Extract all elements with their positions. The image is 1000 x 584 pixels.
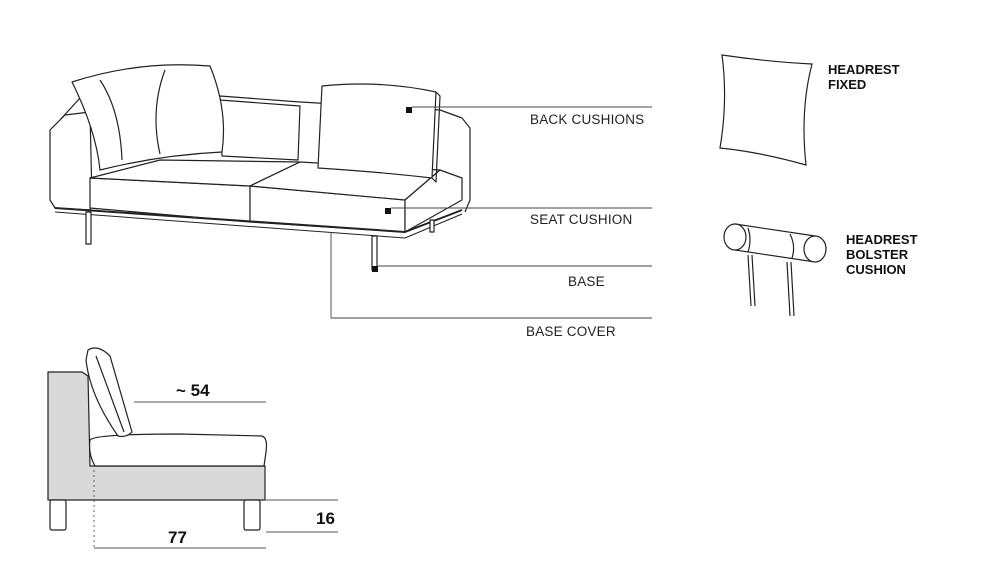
dimension-lines [93, 401, 338, 550]
headrest-pillow-left [71, 64, 225, 171]
headrest-bolster-line2: BOLSTER [846, 247, 909, 262]
height-dimension: 16 [316, 509, 335, 528]
base-cover-label: BASE COVER [526, 324, 616, 339]
side-profile [47, 347, 268, 531]
back-cushions-marker [406, 107, 412, 113]
headrest-fixed-label: HEADREST FIXED [828, 62, 900, 92]
back-cushions-label: BACK CUSHIONS [530, 112, 645, 127]
leader-lines [330, 106, 652, 319]
headrest-bolster-line1: HEADREST [846, 232, 918, 247]
headrest-bolster-label: HEADREST BOLSTER CUSHION [846, 232, 918, 277]
sofa-drawing [49, 64, 471, 271]
depth-dimension: ~ 54 [176, 381, 210, 400]
seat-cushion-marker [385, 208, 391, 214]
base-marker [372, 266, 378, 272]
back-cushion [317, 83, 437, 179]
width-dimension: 77 [168, 528, 187, 547]
headrest-bolster-line3: CUSHION [846, 262, 906, 277]
headrest-bolster-icon [723, 223, 827, 317]
base-label: BASE [568, 274, 605, 289]
headrest-fixed-line2: FIXED [828, 77, 867, 92]
seat-cushion-label: SEAT CUSHION [530, 212, 633, 227]
headrest-fixed-line1: HEADREST [828, 62, 900, 77]
headrest-fixed-icon [719, 54, 813, 166]
